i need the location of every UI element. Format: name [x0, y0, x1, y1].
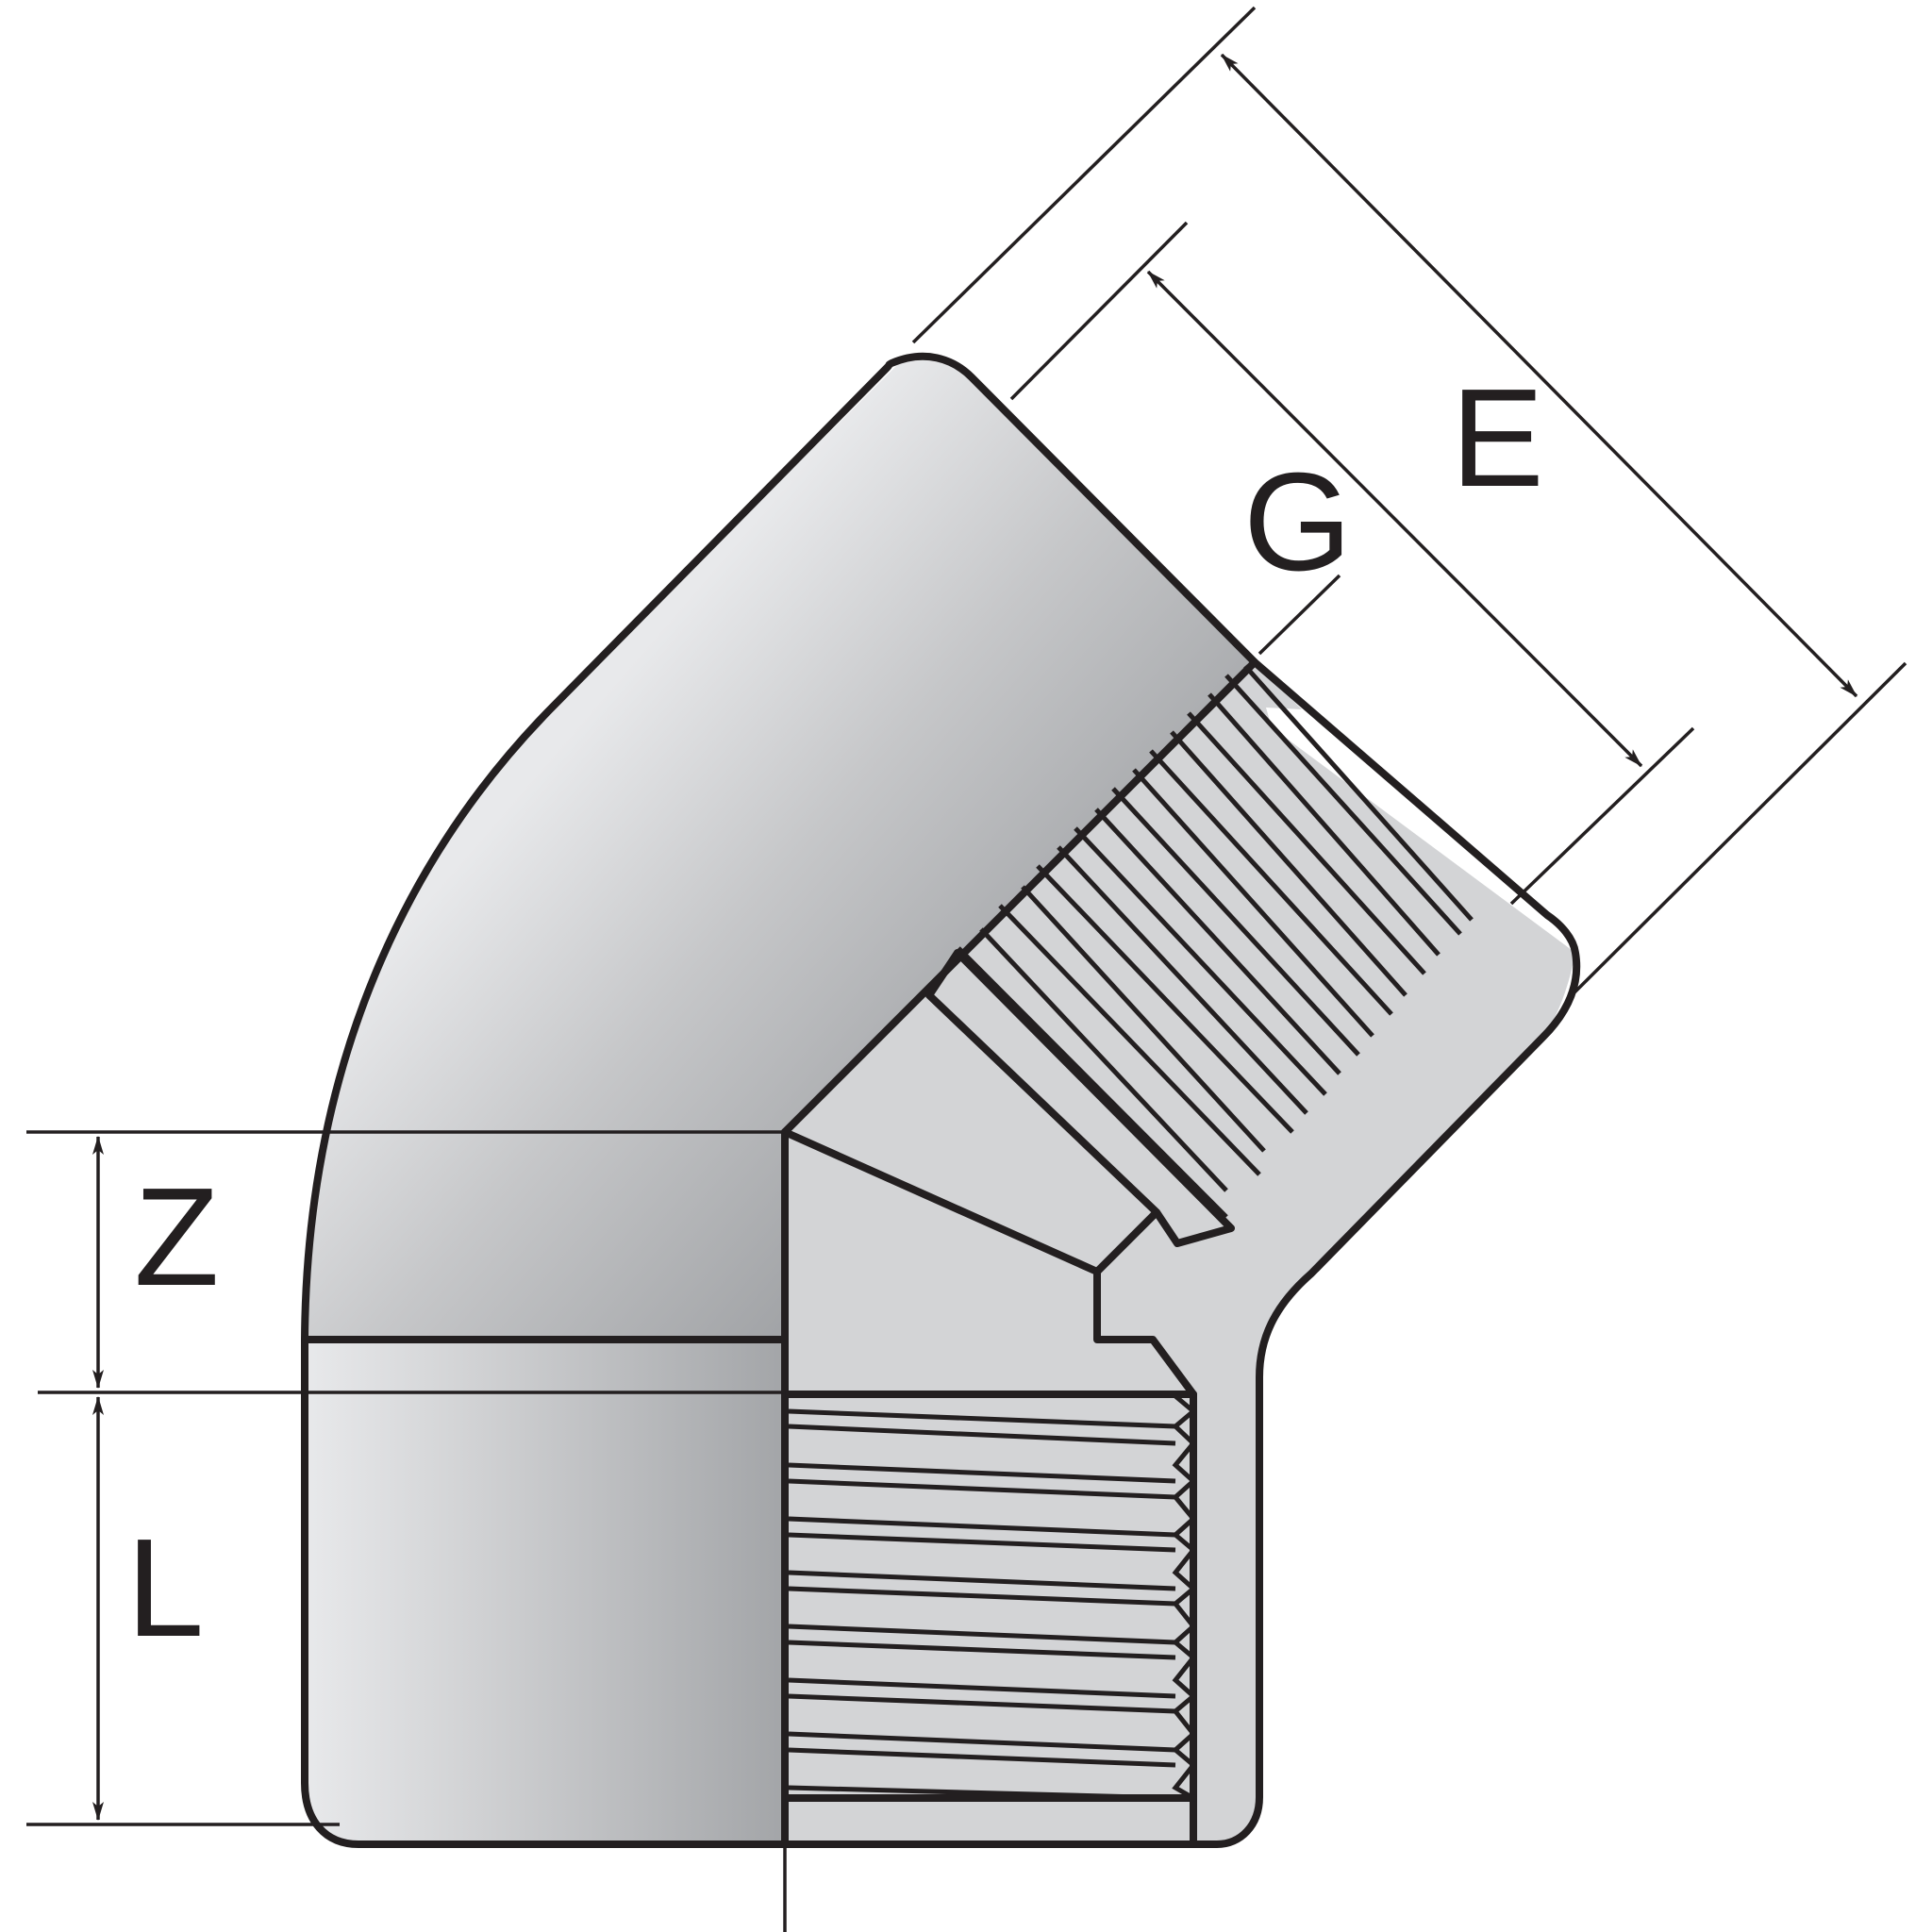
dim-g-ext-top [1009, 221, 1189, 401]
cross-section-fill [785, 662, 1575, 1844]
dim-l-label: L [126, 1510, 204, 1666]
inner-bore [781, 1128, 1197, 1848]
dim-g-label: G [1243, 444, 1352, 600]
fitting-exterior-body [305, 1340, 785, 1844]
dim-e-label: E [1451, 360, 1544, 516]
dim-g-line [1146, 270, 1643, 768]
socket-threads [785, 1391, 1197, 1802]
arm-threads [957, 664, 1474, 1219]
dim-e-ext-top [911, 6, 1257, 344]
dim-g-ext-bottom [1509, 726, 1695, 906]
inner-bore-arm [925, 949, 1235, 1275]
fitting-exterior-arm [305, 357, 1255, 1340]
dim-z-label: Z [134, 1159, 219, 1315]
fitting-outline [301, 352, 1581, 1848]
dim-g-inner-ext [1257, 574, 1341, 656]
dim-e-ext-bottom [1567, 661, 1907, 1000]
